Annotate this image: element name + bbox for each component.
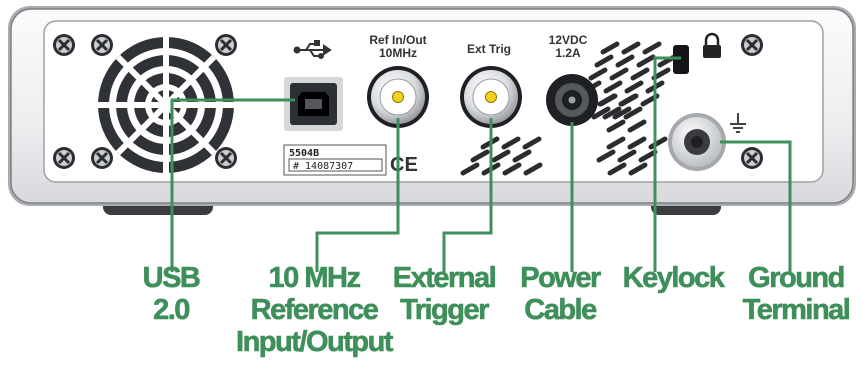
vent-slot bbox=[600, 41, 620, 55]
callout-trigger-line2: Trigger bbox=[400, 294, 490, 327]
screw-icon bbox=[53, 147, 75, 169]
screw-icon bbox=[215, 34, 237, 56]
vent-slot bbox=[606, 136, 626, 150]
power-port-label-line2: 1.2A bbox=[555, 46, 581, 60]
usb-b-port bbox=[284, 77, 343, 131]
vent-slot bbox=[621, 41, 641, 55]
screw-icon bbox=[91, 34, 113, 56]
ground-leader-line bbox=[720, 140, 792, 272]
vent-slot bbox=[628, 162, 648, 176]
callout-usb: USB 2.0 bbox=[123, 262, 219, 327]
callout-usb-line2: 2.0 bbox=[153, 294, 191, 327]
vent-slot bbox=[470, 149, 490, 163]
vent-slot bbox=[627, 136, 647, 150]
ext-trig-port-label: Ext Trig bbox=[467, 42, 511, 56]
padlock-icon bbox=[703, 32, 721, 58]
callout-power-line1: Power bbox=[520, 262, 602, 295]
callout-ref-line3: Input/Output bbox=[236, 326, 394, 359]
ventilation-slots bbox=[460, 41, 677, 176]
callout-keylock: Keylock bbox=[612, 262, 734, 295]
vent-slot bbox=[512, 149, 532, 163]
vent-slot bbox=[591, 106, 611, 120]
vent-slot bbox=[502, 162, 522, 176]
ce-mark: CE bbox=[390, 154, 418, 176]
vent-slot bbox=[501, 136, 521, 150]
vent-slot bbox=[603, 80, 623, 94]
vent-slot bbox=[624, 80, 644, 94]
ref-port-label-line2: 10MHz bbox=[379, 46, 417, 60]
vent-slot bbox=[638, 149, 658, 163]
callout-trigger: External Trigger bbox=[387, 262, 501, 327]
callout-ground-line2: Terminal bbox=[742, 294, 851, 327]
serial-label-plate: 5504B # 14087307 CE bbox=[283, 144, 418, 176]
callout-usb-line1: USB bbox=[142, 262, 201, 295]
vent-slot bbox=[522, 136, 542, 150]
vent-slot bbox=[642, 41, 662, 55]
vent-slot bbox=[588, 67, 608, 81]
callout-ref-line1: 10 MHz bbox=[268, 262, 361, 295]
keylock-leader-line bbox=[653, 56, 681, 272]
ref-bnc-connector bbox=[367, 66, 429, 128]
vent-slot bbox=[630, 67, 650, 81]
usb-leader-line bbox=[170, 98, 295, 272]
callout-ground-line1: Ground bbox=[748, 262, 846, 295]
fan-grille-icon bbox=[92, 33, 240, 178]
callout-ref-line2: Reference bbox=[250, 294, 379, 327]
vent-slot bbox=[609, 67, 629, 81]
vent-slot bbox=[606, 119, 626, 133]
vent-slot bbox=[596, 149, 616, 163]
callout-trigger-line1: External bbox=[392, 262, 497, 295]
usb-icon bbox=[293, 40, 332, 59]
vent-slot bbox=[523, 162, 543, 176]
ext-trig-bnc-connector bbox=[460, 66, 522, 128]
ground-terminal bbox=[668, 113, 726, 171]
callout-ref: 10 MHz Reference Input/Output bbox=[224, 262, 404, 359]
screw-set bbox=[53, 34, 763, 169]
model-number: 5504B bbox=[289, 148, 319, 159]
ref-port-label-line1: Ref In/Out bbox=[369, 33, 426, 47]
screw-icon bbox=[741, 34, 763, 56]
ref-leader-line bbox=[315, 118, 400, 272]
vent-slot bbox=[602, 106, 622, 120]
vent-slot bbox=[617, 149, 637, 163]
serial-number: # 14087307 bbox=[293, 161, 353, 172]
vent-slot bbox=[607, 162, 627, 176]
power-jack bbox=[546, 74, 598, 126]
callout-leader-lines bbox=[170, 56, 792, 272]
screw-icon bbox=[215, 147, 237, 169]
vent-slot bbox=[648, 136, 668, 150]
vent-slot bbox=[612, 106, 632, 120]
vent-slot bbox=[598, 93, 618, 107]
vent-slot bbox=[627, 119, 647, 133]
vent-slot bbox=[623, 106, 643, 120]
callout-power-line2: Cable bbox=[524, 294, 598, 327]
trigger-leader-line bbox=[442, 118, 493, 272]
screw-icon bbox=[91, 147, 113, 169]
vent-slot bbox=[594, 54, 614, 68]
ground-icon bbox=[730, 113, 746, 133]
callout-keylock-line1: Keylock bbox=[622, 262, 725, 295]
vent-slot bbox=[636, 54, 656, 68]
vent-slot bbox=[619, 93, 639, 107]
vent-slot bbox=[460, 162, 480, 176]
vent-slot bbox=[615, 54, 635, 68]
callout-ground: Ground Terminal bbox=[733, 262, 859, 327]
screw-icon bbox=[53, 34, 75, 56]
vent-slot bbox=[491, 149, 511, 163]
screw-icon bbox=[741, 147, 763, 169]
callout-power: Power Cable bbox=[510, 262, 610, 327]
power-port-label-line1: 12VDC bbox=[549, 33, 588, 47]
